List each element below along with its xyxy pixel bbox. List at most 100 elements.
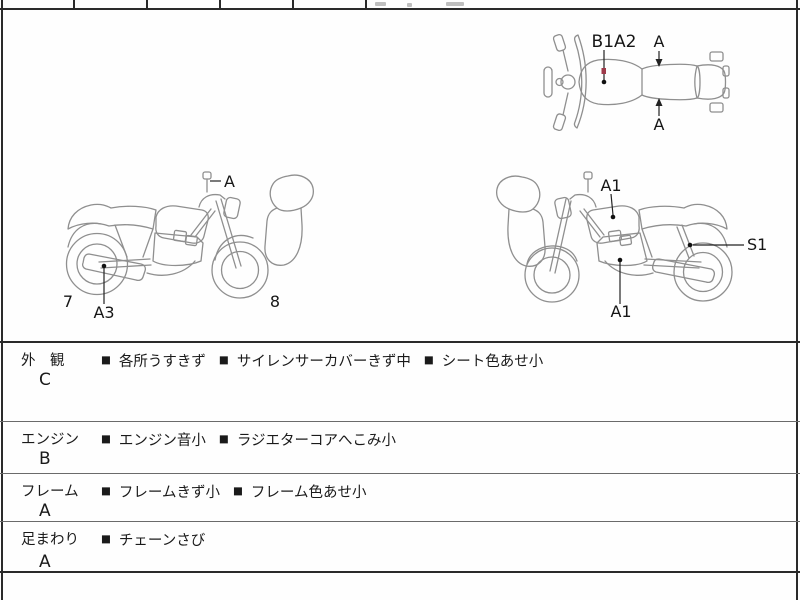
note-item: ■エンジン音小: [101, 429, 206, 450]
bullet-icon: ■: [218, 432, 229, 445]
table-row-engine: エンジン B ■エンジン音小 ■ラジエターコアへこみ小: [3, 422, 796, 473]
handlebar: [562, 49, 569, 72]
rear-wheel-rim: [76, 243, 118, 285]
mirror-label: A: [224, 172, 235, 191]
rear-wheel: [65, 232, 129, 296]
header-divider: [146, 0, 148, 8]
handlebar: [198, 193, 226, 208]
handlebar: [569, 193, 597, 208]
muffler-label: A3: [93, 303, 114, 322]
front-fork: [549, 198, 567, 272]
bullet-icon: ■: [101, 353, 111, 366]
tail-cowl-seat: [67, 203, 157, 230]
front-wheel-top: [543, 66, 553, 98]
carburetor: [619, 234, 633, 247]
category-label: 足まわり: [21, 532, 79, 548]
bullet-icon: ■: [101, 532, 111, 545]
engine-block: [596, 232, 648, 267]
shock-mark-dot: [687, 242, 693, 248]
note-text: サイレンサーカバーきず中: [236, 354, 411, 370]
table-bottom-rule: [0, 571, 800, 573]
note-item: ■ サイレンサーカバーきず中: [219, 350, 411, 371]
front-fork: [554, 200, 572, 274]
note-item: ■ フレーム色あせ小: [233, 481, 367, 502]
carburetor: [184, 234, 198, 247]
seat-upper-arrowhead: [655, 59, 663, 67]
tail-signal: [722, 65, 730, 77]
sheet-left-border: [1, 0, 3, 600]
frame-tube: [190, 208, 212, 236]
exhaust-pipe: [604, 260, 654, 276]
header-divider: [73, 0, 75, 8]
header-divider: [219, 0, 221, 8]
grade-value: A: [39, 552, 51, 572]
rear-wheel-rim: [682, 251, 724, 293]
grade-value: C: [39, 370, 51, 390]
bullet-icon: ■: [218, 353, 229, 366]
bullet-icon: ■: [101, 484, 111, 497]
note-text: シート色あせ小: [441, 354, 544, 370]
notes: ■ 各所うすきず ■ サイレンサーカバーきず中 ■ シート色あせ小: [101, 350, 543, 371]
sheet-right-border: [796, 0, 798, 600]
table-top-rule: [0, 341, 800, 343]
grade-value: B: [39, 449, 51, 469]
note-item: ■ フレームきず小: [101, 481, 220, 502]
frame-tube: [641, 228, 653, 258]
front-cowl-template: [264, 174, 314, 266]
header-divider: [292, 0, 294, 8]
tank-seat-top-view-diagram: B1A2 A A: [543, 32, 730, 134]
rear-wheel: [673, 242, 733, 302]
tank-mark-label: B1A2: [592, 32, 637, 52]
note-item: ■ シート色あせ小: [424, 350, 543, 371]
windscreen-crescent: [573, 34, 587, 129]
bullet-icon: ■: [233, 484, 243, 497]
front-fender: [526, 245, 578, 265]
handlebar-grip-left: [552, 33, 567, 52]
tail-signal: [722, 87, 730, 99]
bullet-icon: ■: [101, 432, 111, 445]
frame-tube: [142, 228, 154, 258]
engine-label: A1: [610, 302, 631, 321]
table-row-rule: [0, 473, 800, 474]
note-text: 各所うすきず: [118, 354, 206, 370]
frame-tube: [583, 208, 605, 236]
notes: ■ チェーンさび: [101, 529, 205, 550]
notes: ■ フレームきず小 ■ フレーム色あせ小: [101, 481, 367, 502]
table-row-rule: [0, 521, 800, 522]
swingarm: [644, 258, 702, 263]
shock-label: S1: [747, 235, 767, 254]
table-row-rule: [0, 421, 800, 422]
headlight: [554, 196, 572, 220]
note-item: ■ チェーンさび: [101, 529, 205, 550]
carburetor: [607, 229, 623, 243]
note-text: ラジエターコアへこみ小: [236, 433, 397, 449]
seat-tail-divider: [694, 65, 698, 99]
table-row-undercarriage: 足まわり A ■ チェーンさび: [3, 522, 796, 572]
front-cowl-template-line: [276, 207, 302, 212]
left-side-view-diagram: A 7 A3 8: [63, 171, 314, 322]
front-wheel: [524, 247, 580, 303]
note-text: フレーム色あせ小: [250, 485, 367, 501]
fuel-tank: [155, 205, 209, 244]
note-text: チェーンさび: [118, 533, 206, 549]
header-bottom-rule: [0, 8, 800, 10]
rear-fender: [693, 222, 728, 248]
front-cowl-template: [496, 175, 546, 267]
muffler-mark-dot: [101, 263, 107, 269]
engine-block: [152, 232, 204, 267]
notes: ■エンジン音小 ■ ラジエターコアへこみ小: [101, 429, 396, 450]
rear-peg-right: [709, 102, 724, 113]
note-text: フレームきず小: [118, 485, 220, 501]
muffler: [651, 258, 716, 284]
headlight: [223, 196, 241, 220]
steering-hub: [560, 74, 576, 90]
note-item: ■ ラジエターコアへこみ小: [219, 429, 396, 450]
rear-shock: [676, 226, 690, 259]
front-cowl-template-line: [508, 208, 534, 213]
handlebar-grip-right: [552, 113, 567, 132]
swingarm: [100, 264, 152, 269]
tank-label: A1: [600, 176, 621, 195]
fuel-tank: [586, 205, 640, 244]
front-wheel-rim: [220, 250, 260, 290]
bullet-icon: ■: [423, 353, 434, 366]
